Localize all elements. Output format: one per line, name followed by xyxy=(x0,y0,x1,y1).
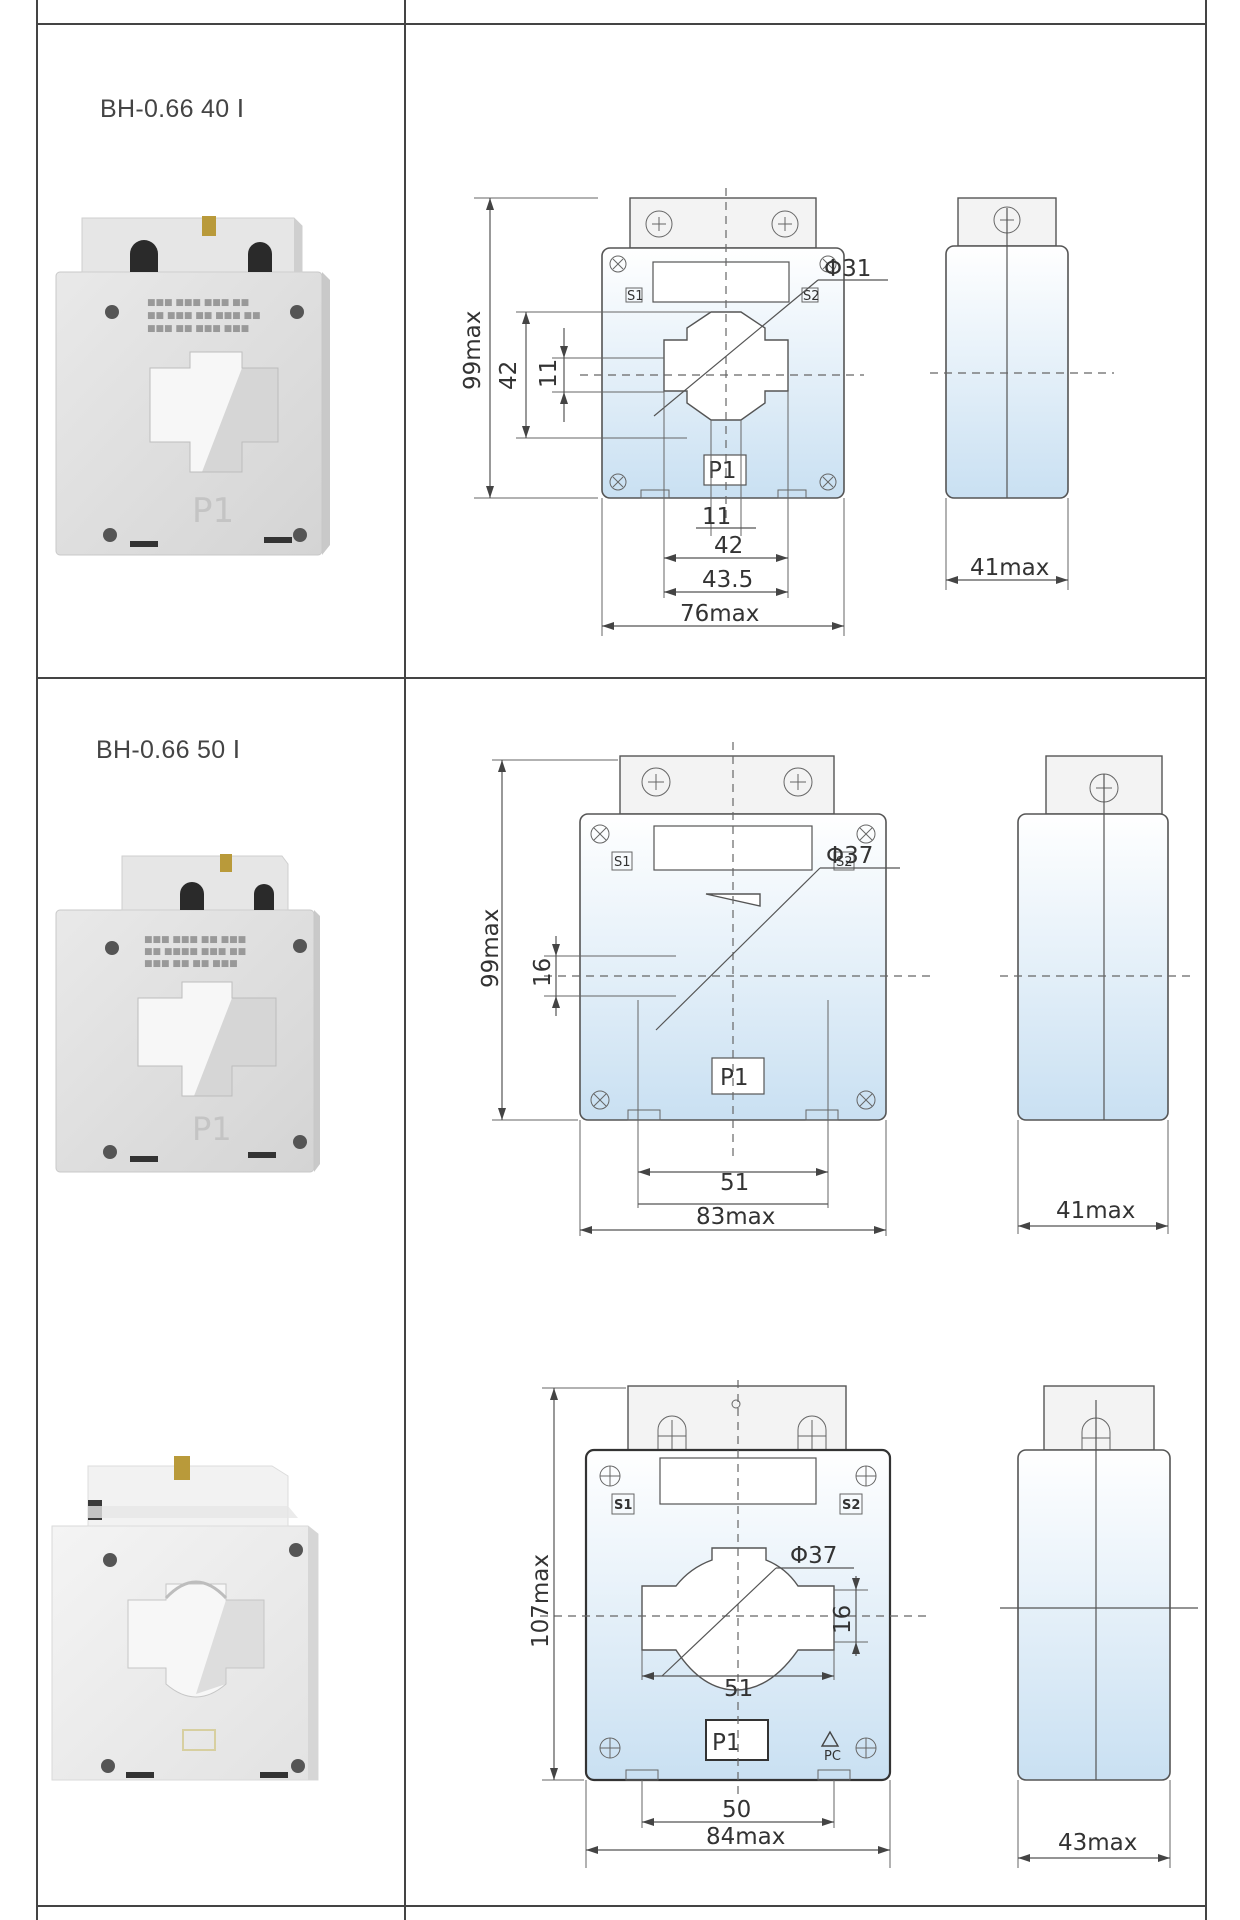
width-label-row1: 76max xyxy=(680,601,759,627)
grid-row-line-middle xyxy=(36,677,1207,679)
window-height-label-row1: 42 xyxy=(496,361,522,390)
drawing-front-row1: S1 S2 P1 Φ31 99max 42 11 11 42 43.5 76ma… xyxy=(460,188,888,636)
drawing-side-row1: 41max xyxy=(930,197,1114,590)
depth-label-row1: 41max xyxy=(970,555,1049,581)
drawing-front-row2: S1 S2 P1 Φ37 99max 16 51 83max xyxy=(478,742,930,1236)
s2-label-row3: S2 xyxy=(842,1498,860,1513)
window-neck-label-row1: 11 xyxy=(536,359,562,388)
window-width-label-row3: 51 xyxy=(724,1676,753,1702)
product-photo-row2: ■■■ ■■■ ■■ ■■■ ■■ ■■■■ ■■■ ■■ ■■■ ■■ ■■ … xyxy=(55,854,320,1173)
recycle-label-row3: PC xyxy=(824,1749,841,1764)
s1-label-row1: S1 xyxy=(627,289,644,304)
svg-text:■■■ ■■■ ■■■ ■■: ■■■ ■■■ ■■■ ■■ xyxy=(147,298,249,308)
window-width1-label-row1: 11 xyxy=(702,504,731,530)
diameter-label-row1: Φ31 xyxy=(824,256,871,282)
product-photo-row1: ■■■ ■■■ ■■■ ■■ ■■ ■■■ ■■ ■■■ ■■ ■■■ ■■ ■… xyxy=(55,216,330,556)
svg-text:■■■ ■■ ■■ ■■■: ■■■ ■■ ■■ ■■■ xyxy=(144,959,238,969)
width-label-row2: 83max xyxy=(696,1204,775,1230)
height-label-row1: 99max xyxy=(460,311,486,390)
model-label-row1: BH-0.66 40 Ⅰ xyxy=(100,95,245,123)
window-neck-label-row2: 16 xyxy=(530,958,556,987)
svg-text:■■ ■■■■ ■■■ ■■: ■■ ■■■■ ■■■ ■■ xyxy=(144,947,246,957)
grid-column-divider xyxy=(404,0,406,1920)
drawing-side-row2: 41max xyxy=(1000,755,1190,1234)
height-label-row3: 107max xyxy=(528,1554,554,1648)
svg-text:■■■ ■■ ■■■ ■■■: ■■■ ■■ ■■■ ■■■ xyxy=(147,324,249,334)
product-photo-row3 xyxy=(51,1456,319,1781)
s2-label-row1: S2 xyxy=(803,289,820,304)
depth-label-row3: 43max xyxy=(1058,1830,1137,1856)
svg-text:■■■ ■■■ ■■ ■■■: ■■■ ■■■ ■■ ■■■ xyxy=(144,935,246,945)
bottom-width-label-row3: 50 xyxy=(722,1797,751,1823)
s2-label-row2: S2 xyxy=(836,855,853,870)
grid-row-line-top xyxy=(36,23,1207,25)
p1-label-row3: P1 xyxy=(712,1730,741,1756)
svg-text:P1: P1 xyxy=(192,491,234,531)
s1-label-row2: S1 xyxy=(614,855,631,870)
model-label-row2: BH-0.66 50 Ⅰ xyxy=(96,736,241,764)
grid-left-border xyxy=(36,0,38,1920)
window-width-label-row2: 51 xyxy=(720,1170,749,1196)
svg-text:■■ ■■■ ■■ ■■■ ■■: ■■ ■■■ ■■ ■■■ ■■ xyxy=(147,311,260,321)
window-width3-label-row1: 43.5 xyxy=(702,567,753,593)
p1-label-row1: P1 xyxy=(708,458,737,484)
width-label-row3: 84max xyxy=(706,1824,785,1850)
p1-label-row2: P1 xyxy=(720,1065,749,1091)
svg-text:P1: P1 xyxy=(192,1110,232,1148)
s1-label-row3: S1 xyxy=(614,1498,632,1513)
depth-label-row2: 41max xyxy=(1056,1198,1135,1224)
grid-row-line-bottom xyxy=(36,1905,1207,1907)
height-label-row2: 99max xyxy=(478,909,504,988)
drawing-side-row3: 43max xyxy=(1000,1385,1198,1868)
grid-right-border xyxy=(1205,0,1207,1920)
window-width2-label-row1: 42 xyxy=(714,533,743,559)
window-neck-label-row3: 16 xyxy=(830,1605,856,1634)
diameter-label-row3: Φ37 xyxy=(790,1543,837,1569)
diameter-label-row2: Φ37 xyxy=(826,843,873,869)
drawing-front-row3: S1 S2 P1 PC Φ37 107max 16 51 50 84max xyxy=(528,1380,930,1868)
